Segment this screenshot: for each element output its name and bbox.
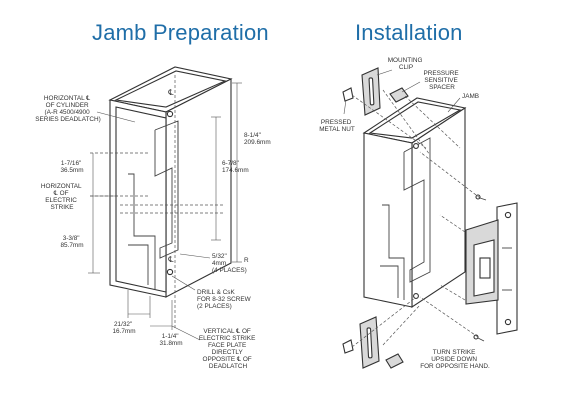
radius-label: 5/32" 4mm R (4 PLACES) <box>212 253 250 274</box>
dim-6-7-8-label: 6-7/8" 174.6mm <box>222 160 249 174</box>
horizontal-strike-label: HORIZONTAL ℄ OF ELECTRIC STRIKE <box>41 183 83 211</box>
installation-drawing <box>342 67 518 369</box>
mounting-clip-label: MOUNTING CLIP <box>388 57 425 71</box>
dim-1-1-4-label: 1-1/4" 31.8mm <box>159 333 182 347</box>
drill-label: DRILL & CsK FOR 8-32 SCREW (2 PLACES) <box>197 289 252 310</box>
dim-21-32-label: 21/32" 16.7mm <box>112 321 135 335</box>
jamb-label: JAMB <box>462 93 479 100</box>
pressure-spacer-label: PRESSURE SENSITIVE SPACER <box>424 70 461 91</box>
turn-strike-label: TURN STRIKE UPSIDE DOWN FOR OPPOSITE HAN… <box>420 349 490 370</box>
installation-title: Installation <box>355 20 463 45</box>
horizontal-cylinder-label: HORIZONTAL ℄ OF CYLINDER (A-R 4500/4900 … <box>35 95 101 123</box>
centerline-mark-bottom: ℄ <box>168 255 174 264</box>
dim-1-7-16-label: 1-7/16" 36.5mm <box>60 160 83 174</box>
vertical-strike-label: VERTICAL ℄ OF ELECTRIC STRIKE FACE PLATE… <box>199 328 257 370</box>
pressed-nut-label: PRESSED METAL NUT <box>319 119 355 133</box>
dim-8-1-4-label: 8-1/4" 209.6mm <box>244 132 271 146</box>
jamb-prep-drawing <box>88 66 242 341</box>
jamb-preparation-title: Jamb Preparation <box>92 20 269 45</box>
dim-3-3-8-label: 3-3/8" 85.7mm <box>60 235 83 249</box>
centerline-mark-top: ℄ <box>168 88 174 97</box>
